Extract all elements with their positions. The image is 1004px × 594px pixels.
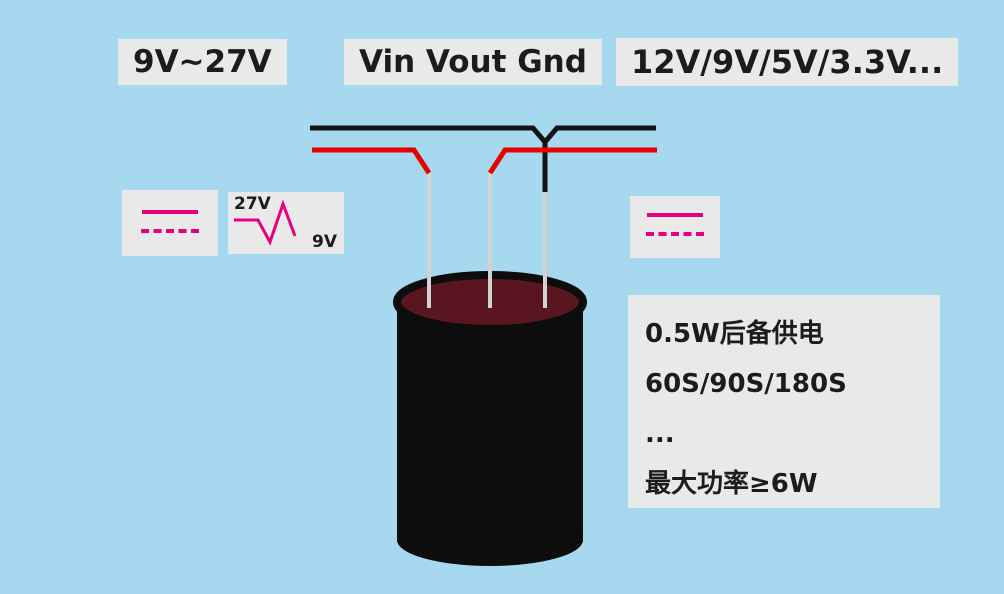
voltage-dip-box: 27V 9V [228,192,344,254]
vout-wire [487,147,657,175]
capacitor-body [397,302,583,542]
power-wires [312,147,657,175]
dc-voltage-icon [647,213,703,217]
spec-line-durations: 60S/90S/180S [645,369,847,399]
input-voltage-label: 9V~27V [118,39,287,85]
vin-wire [312,147,432,175]
dc-symbol-box-right [630,196,720,258]
supercapacitor-icon [393,271,587,566]
dc-voltage-icon [142,210,198,214]
waveform-line [234,199,297,246]
ground-wire [310,125,656,192]
pin-names-label: Vin Vout Gnd [344,39,602,85]
waveform-low-label: 9V [312,232,337,252]
spec-line-ellipsis: ... [645,419,675,449]
spec-line-backup-power: 0.5W后备供电 [645,319,824,349]
spec-box: 0.5W后备供电 60S/90S/180S ... 最大功率≥6W [628,295,940,508]
dc-symbol-box-left [122,190,218,256]
dc-voltage-dashed-icon [646,232,704,236]
capacitor-top [393,271,587,333]
waveform-high-label: 27V [234,194,271,214]
voltage-dip-waveform-icon [234,199,297,246]
output-voltage-label: 12V/9V/5V/3.3V... [616,38,959,86]
capacitor-leads [427,170,547,308]
dc-voltage-dashed-icon [141,229,199,233]
spec-line-max-power: 最大功率≥6W [645,469,818,499]
ground-wire-horizontal [310,125,656,146]
capacitor-bottom [397,514,583,566]
